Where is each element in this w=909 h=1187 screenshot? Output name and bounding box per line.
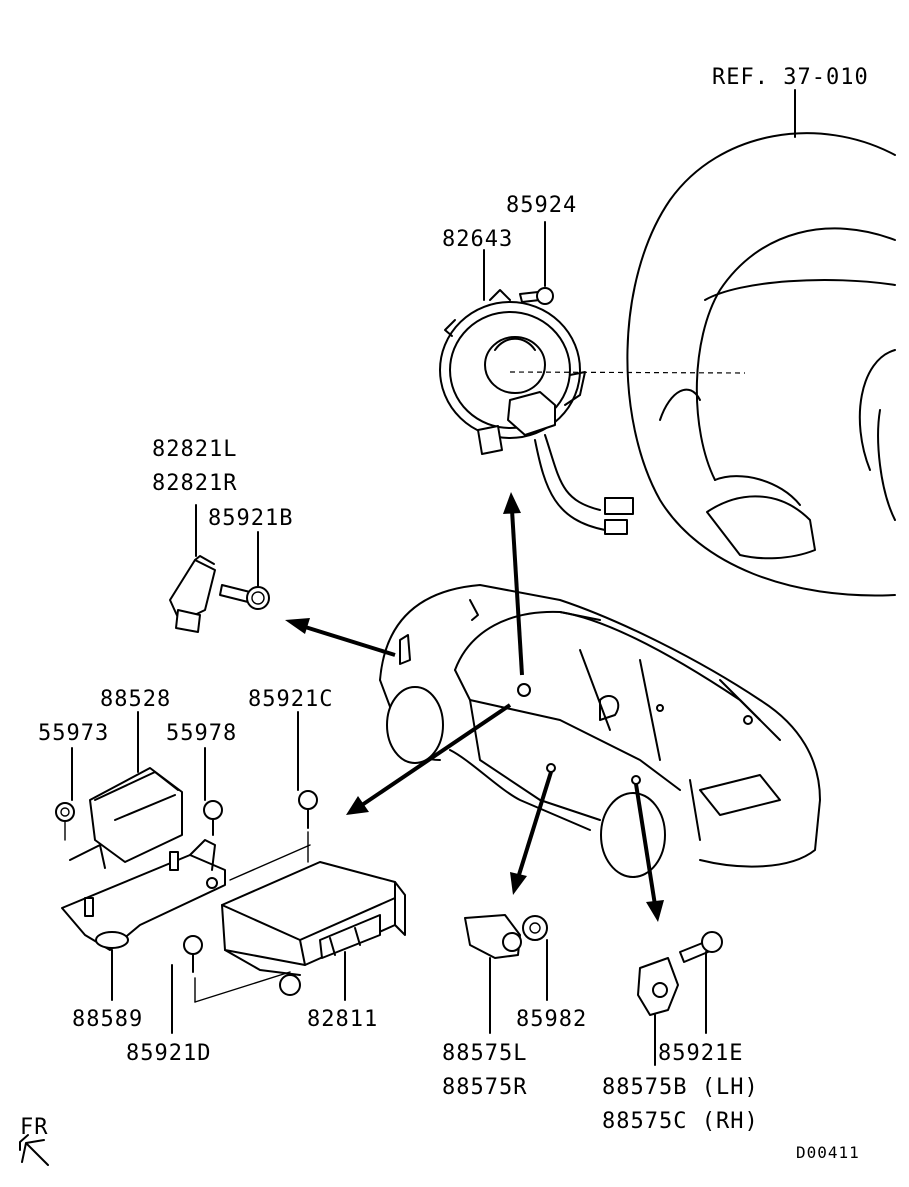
label-82821l: 82821L [152, 437, 237, 462]
label-85921e: 85921E [658, 1041, 743, 1066]
label-85921d: 85921D [126, 1041, 211, 1066]
bolt-85921c [229, 711, 318, 881]
nut-85982 [522, 915, 548, 1001]
label-88575c: 88575C (RH) [602, 1109, 759, 1134]
label-55978: 55978 [166, 721, 237, 746]
label-88575l: 88575L [442, 1041, 527, 1066]
ref-label: REF. 37-010 [712, 65, 869, 90]
steering-wheel [626, 89, 896, 597]
label-88575r: 88575R [442, 1075, 527, 1100]
callout-arrows [285, 492, 664, 922]
front-direction-arrow [19, 1134, 49, 1166]
label-55973: 55973 [38, 721, 109, 746]
side-sensor-82821 [169, 504, 216, 633]
label-88528: 88528 [100, 687, 171, 712]
screw-85924 [519, 221, 554, 305]
vehicle-body [379, 584, 821, 878]
stud-detail [84, 851, 179, 917]
label-85924: 85924 [506, 193, 577, 218]
label-85921b: 85921B [208, 506, 293, 531]
side-sensor-88575b [637, 957, 679, 1066]
srs-unit-82811 [221, 861, 406, 1001]
label-85921c: 85921C [248, 687, 333, 712]
nut-55973 [55, 747, 75, 841]
label-88589: 88589 [72, 1007, 143, 1032]
bolt-85921b [219, 531, 270, 610]
diagram-code: D00411 [796, 1143, 860, 1162]
front-sensor-88575 [464, 914, 522, 1034]
label-88575b: 88575B (LH) [602, 1075, 759, 1100]
label-82821r: 82821R [152, 471, 237, 496]
bolt-55978 [203, 747, 223, 836]
sensor-unit-88528 [89, 711, 183, 863]
bolt-85921d [171, 935, 291, 1034]
fr-label: FR [20, 1115, 49, 1140]
bracket-88589 [61, 839, 226, 1001]
clock-spring-82643 [439, 249, 746, 535]
label-85982: 85982 [516, 1007, 587, 1032]
part-labels: REF. 37-010 85924 82643 82821L 82821R 85… [20, 65, 869, 1162]
label-82643: 82643 [442, 227, 513, 252]
bolt-85921e [679, 931, 723, 1034]
label-82811: 82811 [307, 1007, 378, 1032]
